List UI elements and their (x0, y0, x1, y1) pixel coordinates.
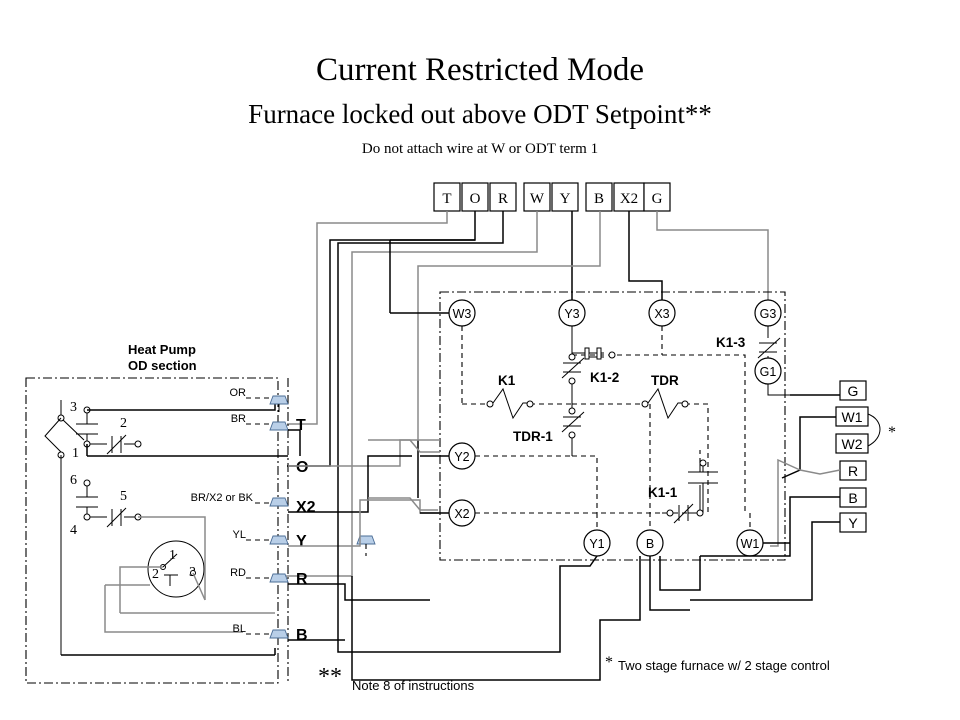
hp-num-2: 2 (120, 416, 127, 431)
hp-num-6: 6 (70, 473, 77, 488)
hp-terminal-group: OR BR T O BR/X2 or BK X2 YL Y RD R (191, 387, 376, 644)
wire-label-BR: BR (231, 413, 246, 425)
thermostat-terminal-strip: T O R W Y B X2 G (433, 182, 671, 212)
hp-terminal-Y[interactable]: Y (296, 533, 307, 550)
node-Y1[interactable]: Y1 (589, 537, 604, 551)
furnace-control-terminals: G W1 W2 R B Y * (835, 380, 896, 533)
strip-terminal-W[interactable]: W (530, 191, 545, 207)
control-board-boundary (439, 291, 786, 561)
label-K1: K1 (498, 373, 516, 388)
wire-label-OR: OR (230, 387, 247, 399)
wire-nut-mid (356, 535, 376, 545)
furnace-terminal-G[interactable]: G (848, 383, 859, 399)
hp-num-4: 4 (70, 523, 77, 538)
node-W1-board[interactable]: W1 (741, 537, 760, 551)
hp-num-1: 1 (72, 446, 79, 461)
control-bottom-nodes: Y1 B W1 (583, 529, 764, 557)
strip-terminal-B[interactable]: B (594, 191, 604, 207)
label-TDR: TDR (651, 373, 679, 388)
w1-w2-jumper (867, 413, 881, 447)
title-line-1: Current Restricted Mode (316, 52, 644, 88)
label-TDR-1: TDR-1 (513, 429, 553, 444)
strip-wire-harness (285, 211, 769, 577)
label-K1-1: K1-1 (648, 485, 678, 500)
hp-num-5: 5 (120, 489, 127, 504)
hp-terminal-T[interactable]: T (296, 417, 306, 434)
board-internal-wiring (461, 326, 790, 530)
footnote-single-star-symbol: * (605, 654, 613, 671)
wire-label-BRX2-BK: BR/X2 or BK (191, 492, 254, 504)
center-crossover-wiring (288, 429, 449, 641)
strip-terminal-R[interactable]: R (498, 191, 508, 207)
footnote-single-star-text: Two stage furnace w/ 2 stage control (618, 658, 830, 673)
strip-terminal-X2[interactable]: X2 (620, 191, 638, 207)
node-W3[interactable]: W3 (453, 307, 472, 321)
furnace-wire-harness (337, 394, 841, 681)
hp-num-3: 3 (70, 400, 77, 415)
contact-K1-2: K1-2 (561, 347, 619, 385)
node-B-board[interactable]: B (646, 537, 654, 551)
strip-terminal-T[interactable]: T (442, 191, 451, 207)
jumper-asterisk: * (888, 424, 896, 441)
label-K1-2: K1-2 (590, 370, 619, 385)
contact-K1-1: K1-1 (648, 459, 718, 524)
strip-terminal-Y[interactable]: Y (560, 191, 571, 207)
node-G3[interactable]: G3 (760, 307, 777, 321)
footnote-double-star-symbol: ** (318, 664, 342, 690)
strip-terminal-G[interactable]: G (652, 191, 663, 207)
hp-terminal-O[interactable]: O (296, 459, 308, 476)
hp-terminal-R[interactable]: R (296, 571, 308, 588)
furnace-terminal-R[interactable]: R (848, 463, 858, 479)
hp-terminal-X2[interactable]: X2 (296, 499, 316, 516)
furnace-terminal-W2[interactable]: W2 (842, 436, 863, 452)
furnace-terminal-B[interactable]: B (848, 490, 857, 506)
title-line-2: Furnace locked out above ODT Setpoint** (248, 99, 712, 129)
wire-label-RD: RD (230, 567, 246, 579)
node-Y3[interactable]: Y3 (564, 307, 579, 321)
strip-terminal-O[interactable]: O (470, 191, 481, 207)
heat-pump-label-line1: Heat Pump (128, 342, 196, 357)
footnote-double-star-text: Note 8 of instructions (352, 678, 475, 693)
hp-rotary-relay: 1 2 3 (147, 540, 205, 598)
furnace-terminal-Y[interactable]: Y (848, 515, 858, 531)
hp-terminal-B[interactable]: B (296, 627, 308, 644)
rotary-num-1: 1 (169, 548, 176, 563)
furnace-terminal-W1[interactable]: W1 (842, 409, 863, 425)
hp-switch-block-lower: 6 4 5 (60, 455, 142, 655)
contact-K1-3: K1-3 (716, 335, 781, 359)
contact-TDR-1: TDR-1 (513, 407, 585, 444)
hp-switch-block-upper: 3 1 2 (44, 400, 142, 461)
control-left-nodes: Y2 X2 (448, 442, 476, 527)
relay-coil-TDR: TDR (641, 373, 689, 420)
label-K1-3: K1-3 (716, 335, 746, 350)
heat-pump-label-line2: OD section (128, 358, 197, 373)
node-G1[interactable]: G1 (760, 365, 777, 379)
node-X2-board[interactable]: X2 (454, 507, 469, 521)
node-Y2[interactable]: Y2 (454, 450, 469, 464)
wire-label-YL: YL (233, 529, 246, 541)
control-top-nodes: W3 Y3 X3 G3 (448, 299, 782, 327)
hp-internal-wiring (61, 398, 288, 656)
rotary-num-2: 2 (152, 567, 159, 582)
relay-coil-K1: K1 (486, 373, 534, 420)
heat-pump-boundary (25, 377, 279, 684)
wire-label-BL: BL (233, 623, 246, 635)
node-X3[interactable]: X3 (654, 307, 669, 321)
title-line-3: Do not attach wire at W or ODT term 1 (362, 141, 598, 157)
